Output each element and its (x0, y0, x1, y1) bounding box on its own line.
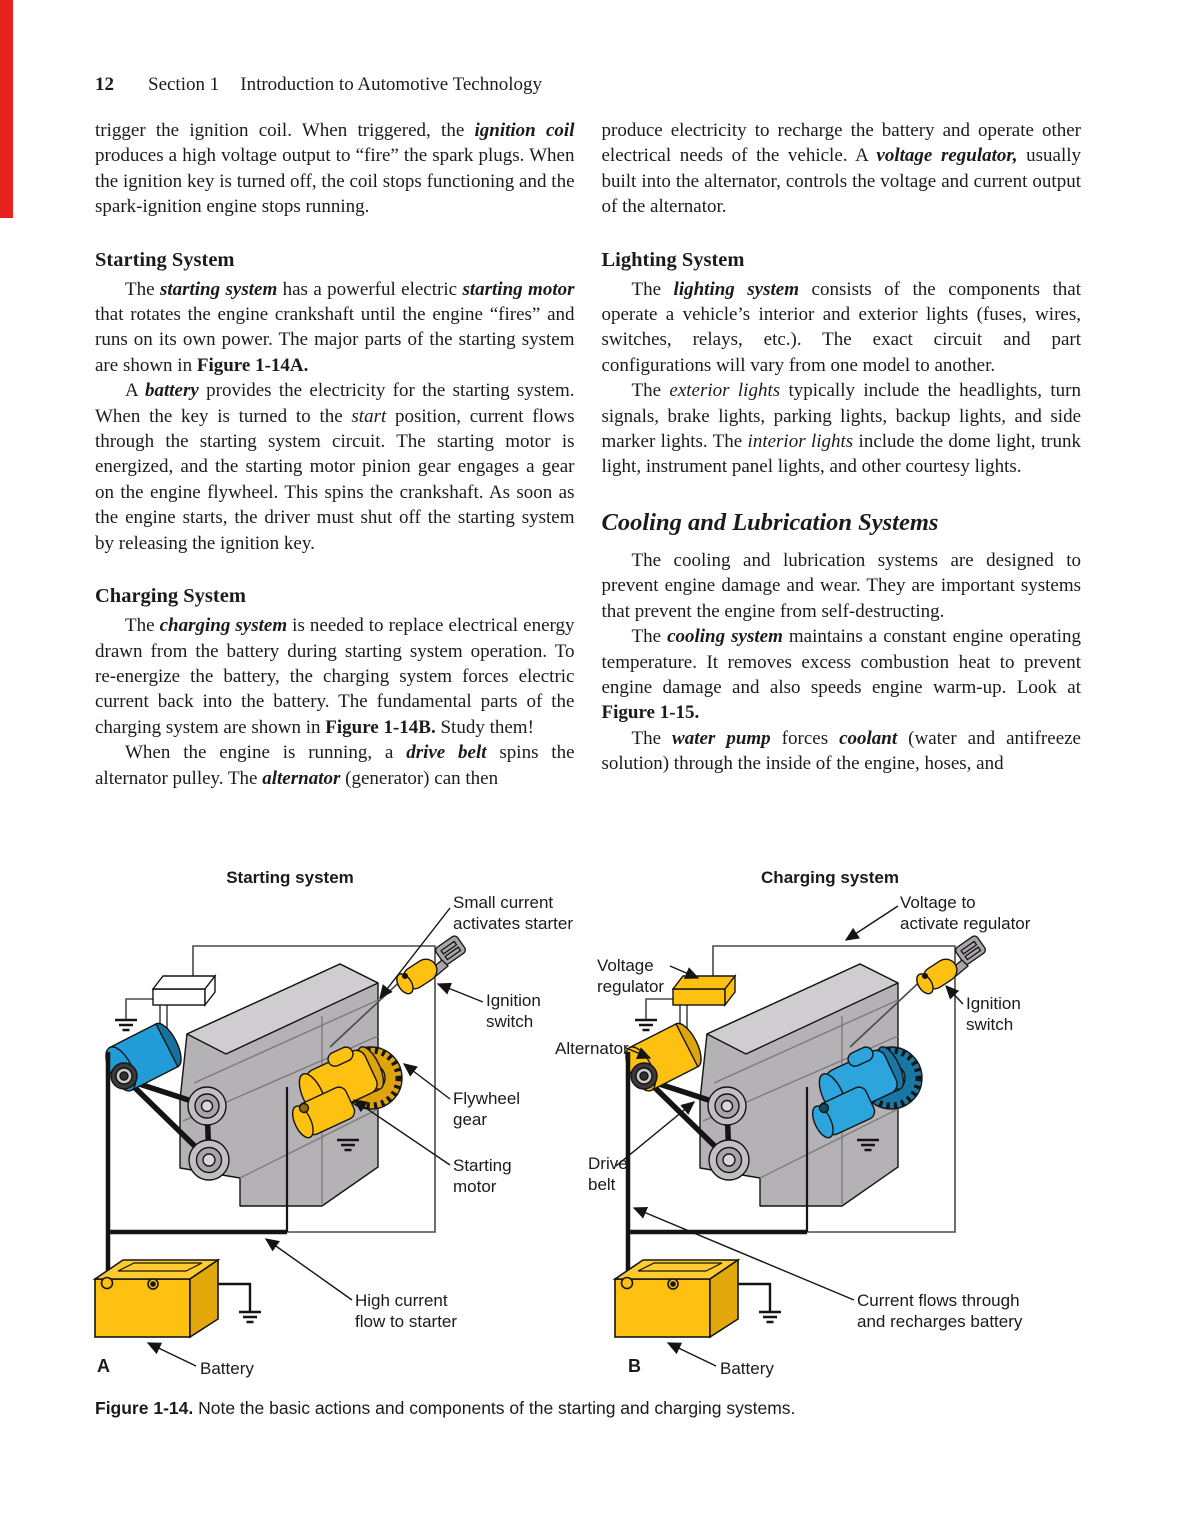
charge-current-wire (625, 1052, 809, 1283)
section-title: Introduction to Automotive Technology (240, 74, 543, 95)
section-edge-tab (0, 0, 13, 218)
page-header: 12 Section 1 Introduction to Automotive Te… (95, 74, 542, 96)
panel-b-title: Charging system (761, 868, 899, 887)
ignition-switch-shape (849, 935, 986, 1048)
left-column: trigger the ignition coil. When triggere… (95, 118, 575, 791)
drive-belt-shape (644, 1077, 732, 1163)
crank-pulleys (124, 1077, 230, 1181)
page-number: 12 (95, 74, 114, 95)
right-column: produce electricity to recharge the batt… (602, 118, 1082, 791)
callout-lines (146, 907, 484, 1367)
section-label: Section 1 (148, 74, 220, 95)
paragraph-charging-1: The charging system is needed to replace… (95, 615, 575, 738)
high-current-wire (105, 1052, 289, 1283)
paragraph-cooling-3: The water pump forces coolant (water and… (601, 727, 1082, 775)
starting-system-diagram (92, 907, 484, 1367)
crank-pulleys (644, 1077, 750, 1181)
label-small-current: Small current activates starter (453, 893, 573, 933)
paragraph-lighting-1: The lighting system consists of the comp… (601, 278, 1082, 376)
charging-system-diagram (612, 905, 986, 1367)
drive-belt-shape (124, 1077, 212, 1163)
label-high-current: High current flow to starter (355, 1291, 458, 1331)
heading-lighting-system: Lighting System (601, 248, 745, 271)
relay-box (151, 973, 217, 1008)
label-battery-b: Battery (720, 1359, 774, 1378)
label-voltage-to-regulator: Voltage to activate regulator (900, 893, 1031, 933)
starting-motor-shape (291, 1046, 403, 1139)
label-current-flows: Current flows through and recharges batt… (857, 1291, 1023, 1331)
paragraph-ignition-coil: trigger the ignition coil. When triggere… (95, 120, 575, 218)
label-ignition-switch-b: Ignition switch (966, 994, 1021, 1034)
label-alternator: Alternator (555, 1039, 629, 1058)
charging-system-panel: Charging system Voltage to activate regu… (555, 862, 1110, 1384)
paragraph-cooling-2: The cooling system maintains a constant … (601, 626, 1082, 724)
heading-starting-system: Starting System (95, 248, 235, 271)
paragraph-starting-2: A battery provides the electricity for t… (95, 380, 575, 554)
starting-system-panel: Starting system Small current activates … (90, 862, 590, 1384)
figure-caption-text: Note the basic actions and components of… (193, 1398, 796, 1418)
callout-lines (615, 905, 964, 1367)
paragraph-charging-2: When the engine is running, a drive belt… (95, 742, 575, 789)
panel-b-letter: B (628, 1356, 641, 1376)
body-columns: trigger the ignition coil. When triggere… (95, 118, 1081, 791)
heading-charging-system: Charging System (95, 585, 246, 608)
label-battery-a: Battery (200, 1359, 254, 1378)
paragraph-regulator: produce electricity to recharge the batt… (601, 120, 1082, 218)
figure-caption-lead: Figure 1-14. (95, 1398, 194, 1418)
label-flywheel-gear: Flywheel gear (453, 1089, 521, 1129)
panel-a-letter: A (97, 1356, 110, 1376)
panel-a-title: Starting system (226, 868, 354, 887)
starter-motor-shape (811, 1046, 923, 1139)
heading-cooling-lubrication: Cooling and Lubrication Systems (601, 508, 939, 536)
paragraph-starting-1: The starting system has a powerful elect… (95, 278, 575, 376)
alternator-shape (625, 1022, 702, 1092)
alternator-shape (105, 1022, 182, 1092)
label-starting-motor: Starting motor (453, 1156, 512, 1196)
battery-shape (92, 1258, 221, 1339)
voltage-regulator-box (671, 973, 737, 1008)
paragraph-lighting-2: The exterior lights typically include th… (601, 380, 1082, 478)
figure-caption: Figure 1-14. Note the basic actions and … (95, 1398, 1095, 1419)
battery-shape (612, 1258, 741, 1339)
label-voltage-regulator: Voltage regulator (597, 956, 665, 996)
figure-1-14: Starting system Small current activates … (0, 862, 1190, 1422)
label-ignition-switch-a: Ignition switch (486, 991, 541, 1031)
ignition-switch-shape (329, 935, 466, 1048)
paragraph-cooling-1: The cooling and lubrication systems are … (601, 549, 1082, 622)
label-drive-belt: Drive belt (588, 1154, 628, 1194)
